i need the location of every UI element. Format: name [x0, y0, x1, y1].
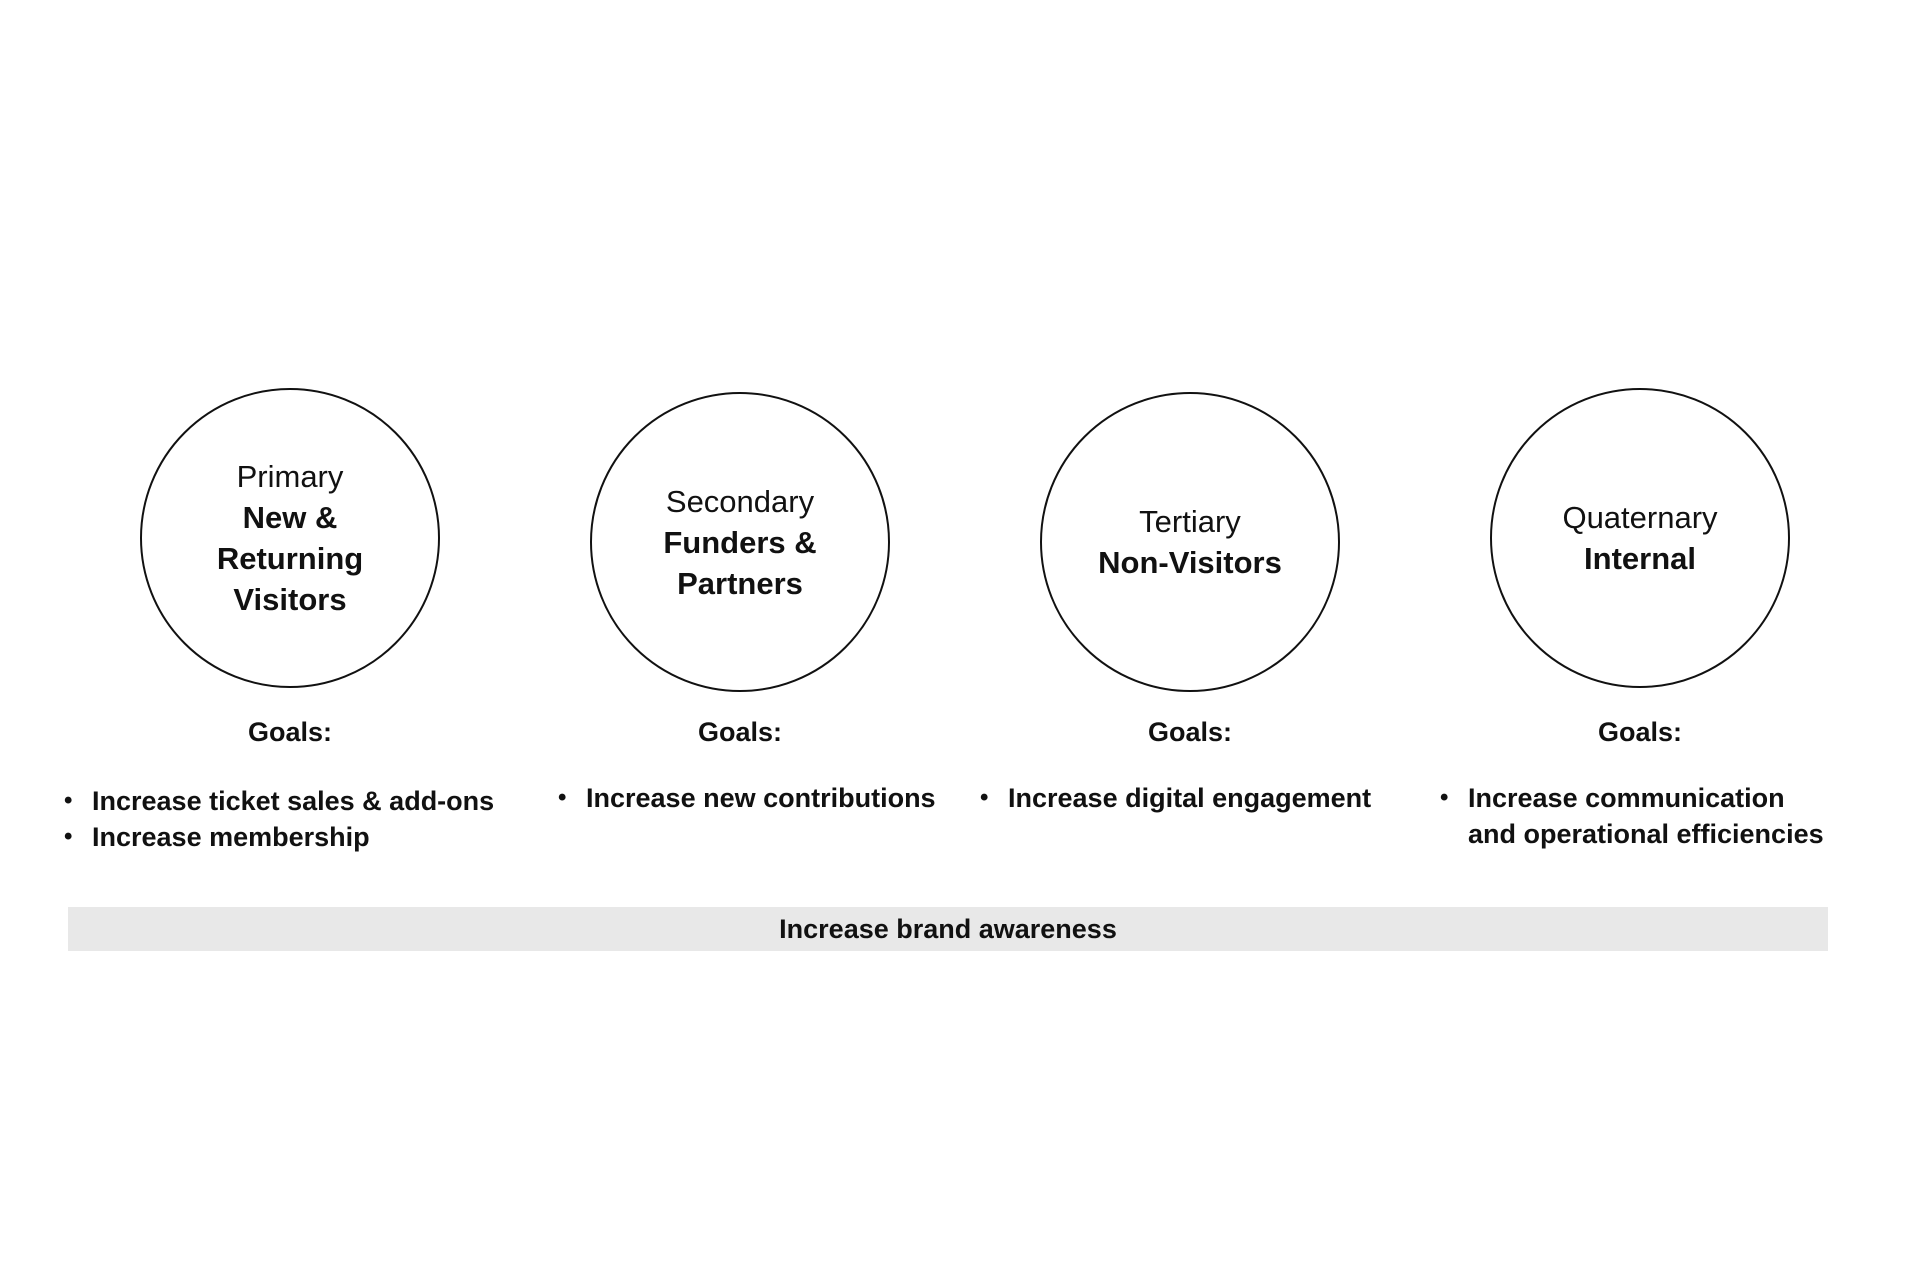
audience-tier-label: Tertiary	[1139, 504, 1241, 539]
audience-tier-label: Secondary	[665, 483, 815, 519]
goal-item: Increase membership	[64, 819, 494, 855]
goals-heading: Goals:	[247, 717, 333, 747]
audience-circle-quaternary: Quaternary Internal	[1490, 388, 1790, 688]
goal-item: Increase new contributions	[558, 780, 936, 816]
goal-item: Increase communication and operational e…	[1440, 780, 1824, 852]
shared-goal-label: Increase brand awareness	[779, 913, 1117, 944]
goals-list-tertiary: Increase digital engagement	[980, 780, 1371, 816]
audience-tier-label: Primary	[236, 459, 344, 494]
audience-circle-secondary: Secondary Funders & Partners	[590, 392, 890, 692]
goals-heading: Goals:	[1147, 717, 1233, 747]
goals-heading: Goals:	[1597, 717, 1683, 747]
audience-name: Non-Visitors	[1098, 545, 1282, 580]
goals-list-primary: Increase ticket sales & add-ons Increase…	[64, 783, 494, 855]
goals-list-quaternary: Increase communication and operational e…	[1440, 780, 1824, 852]
shared-goal-banner: Increase brand awareness	[68, 907, 1828, 951]
goal-item: Increase digital engagement	[980, 780, 1371, 816]
audience-circle-primary: Primary New & Returning Visitors	[140, 388, 440, 688]
audience-name: Internal	[1584, 541, 1696, 576]
audience-name: Funders & Partners	[663, 524, 817, 601]
audience-circle-tertiary: Tertiary Non-Visitors	[1040, 392, 1340, 692]
goal-item: Increase ticket sales & add-ons	[64, 783, 494, 819]
goals-list-secondary: Increase new contributions	[558, 780, 936, 816]
audience-name: New & Returning Visitors	[216, 500, 364, 617]
goals-heading: Goals:	[697, 717, 783, 747]
audience-tier-label: Quaternary	[1562, 500, 1718, 535]
